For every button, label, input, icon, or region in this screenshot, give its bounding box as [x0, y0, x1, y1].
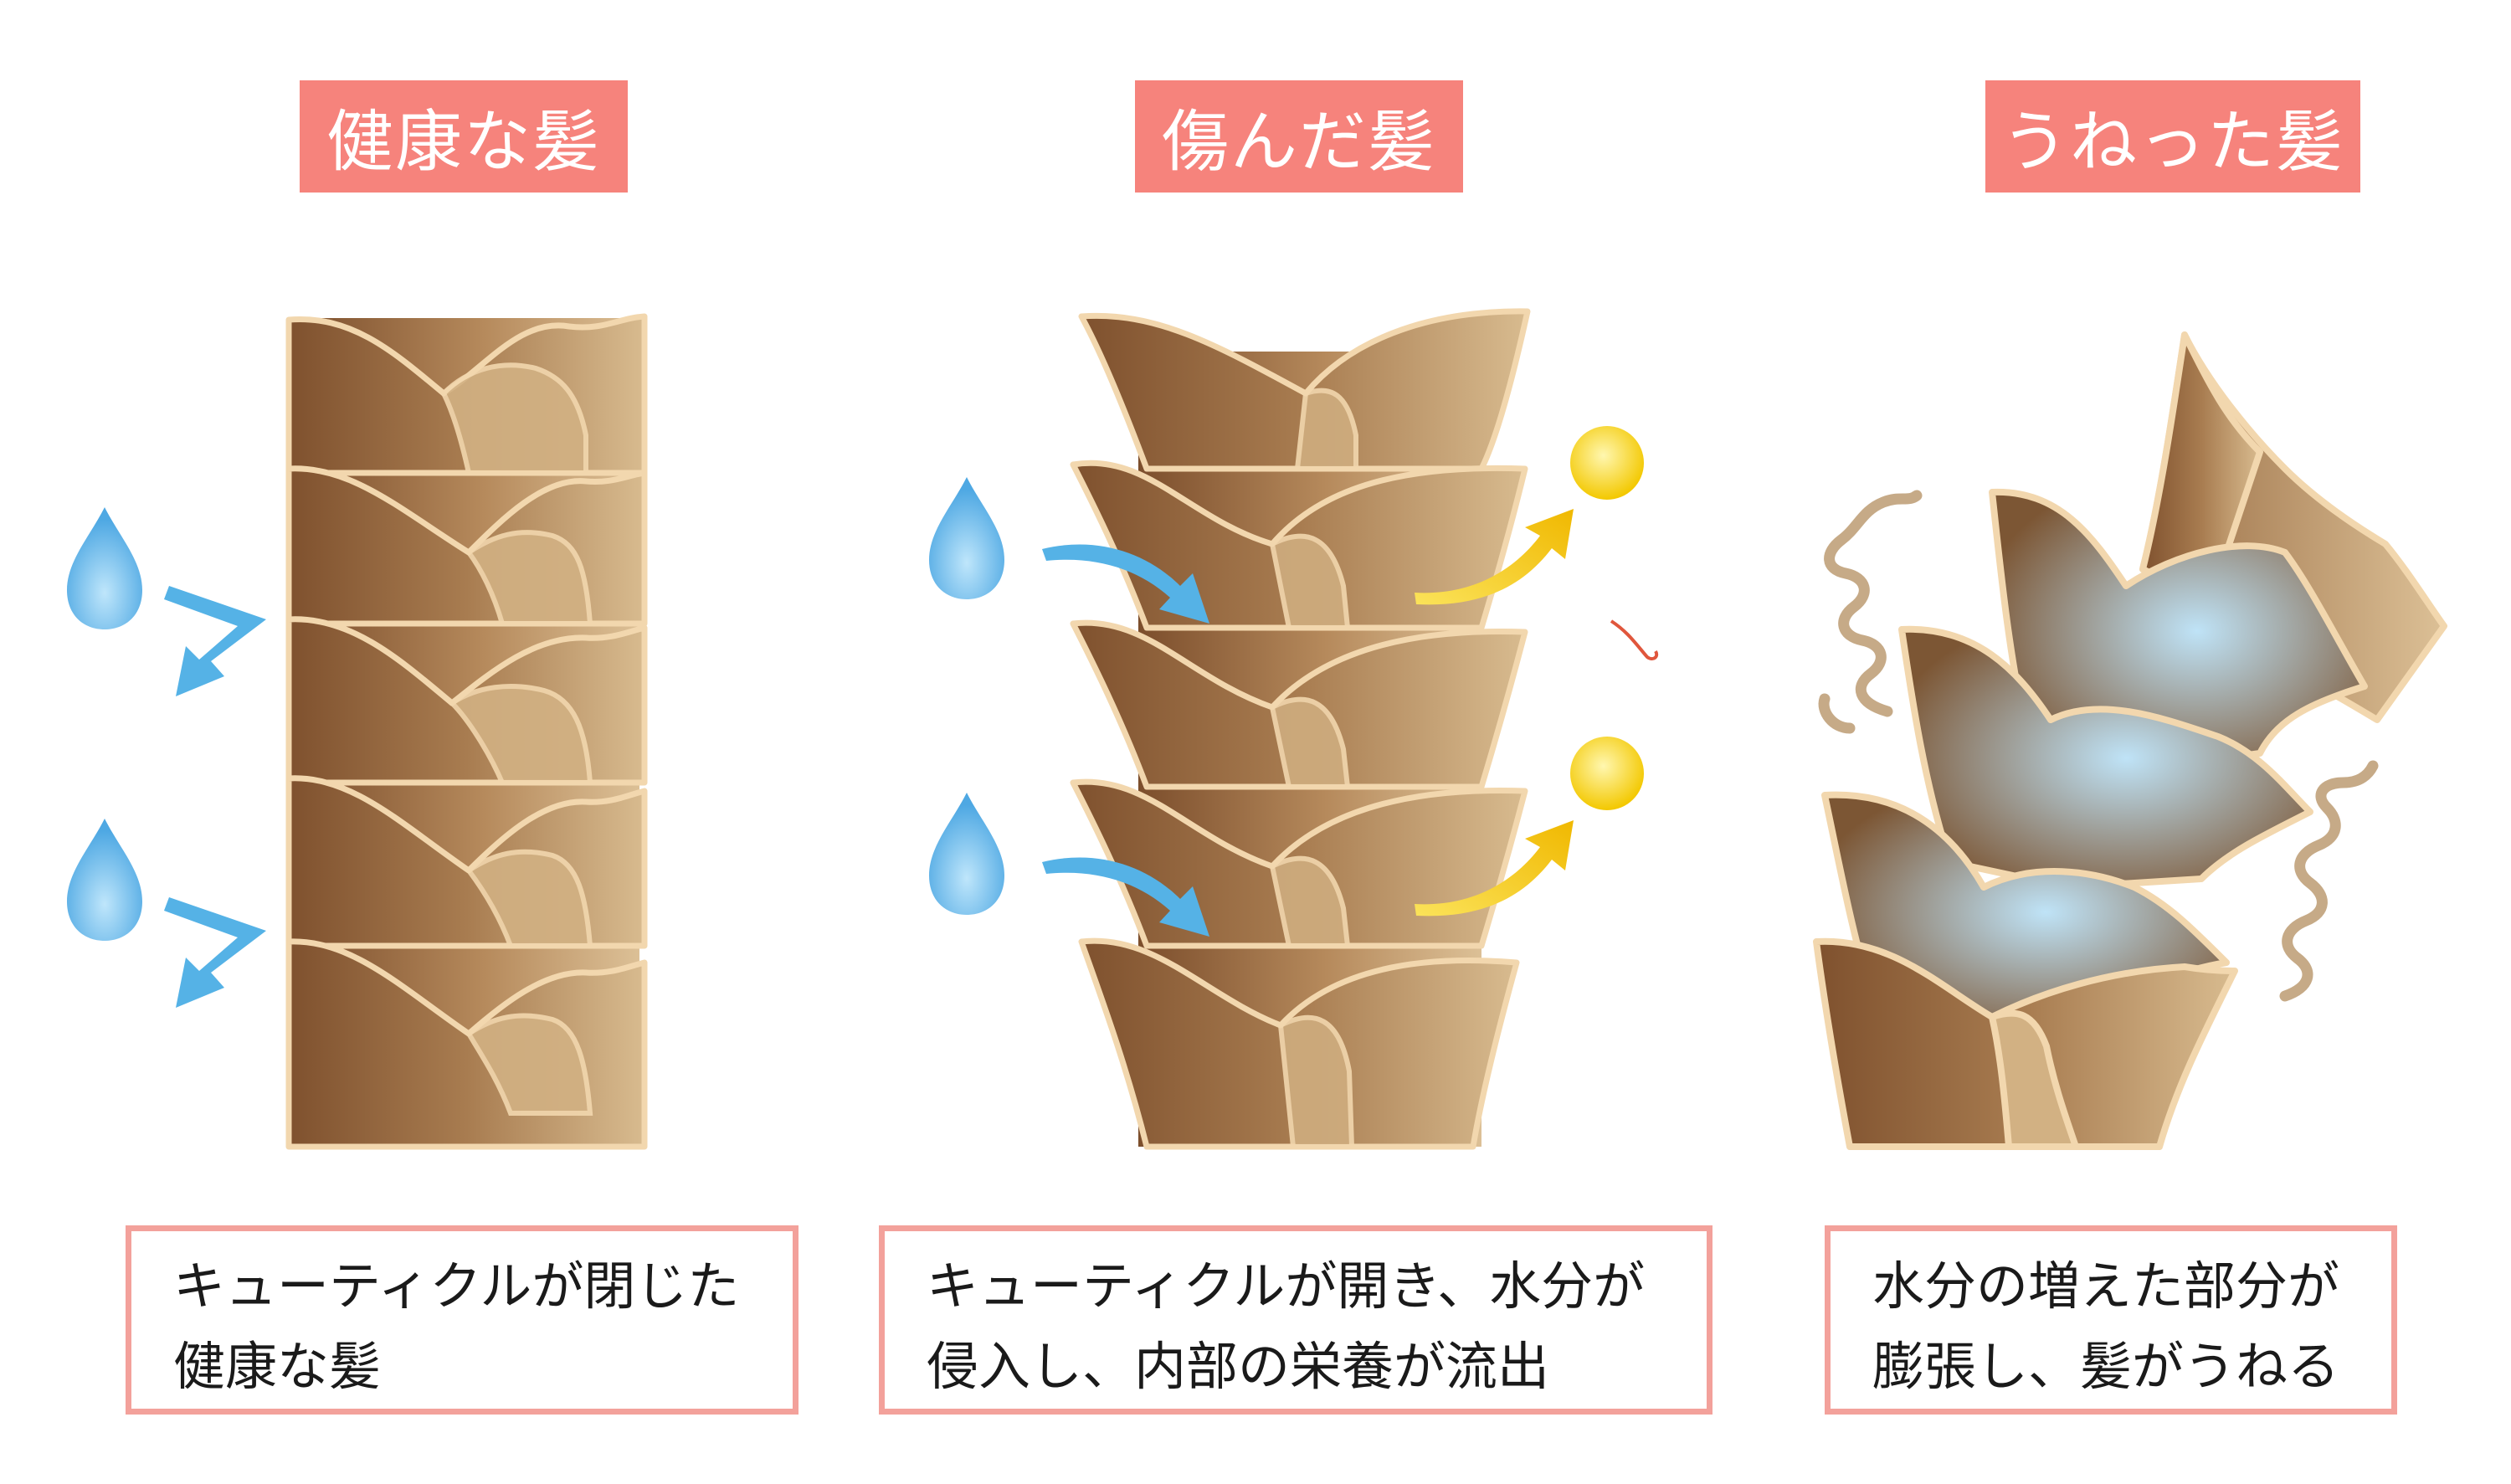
caption-damaged-hair: キューティクルが開き、水分が 侵入し、内部の栄養が流出	[879, 1225, 1713, 1415]
water-drop-icon	[929, 477, 1004, 599]
caption-line: 水分の増えた部分が	[1872, 1246, 2391, 1327]
nutrient-ball-icon	[1570, 737, 1644, 810]
water-drop-icon	[67, 507, 142, 629]
caption-wavy-hair: 水分の増えた部分が 膨張し、髪がうねる	[1825, 1225, 2397, 1415]
water-drop-icon	[929, 793, 1004, 915]
caption-line: キューティクルが閉じた	[173, 1246, 793, 1327]
caption-line: キューティクルが開き、水分が	[927, 1246, 1707, 1327]
caption-line: 侵入し、内部の栄養が流出	[927, 1327, 1707, 1407]
nutrient-ball-icon	[1570, 426, 1644, 500]
caption-line: 健康な髪	[173, 1327, 793, 1407]
healthy-hair-shaft	[289, 316, 644, 1147]
wavy-hair-shaft	[1816, 335, 2444, 1147]
damaged-hair-shaft	[1073, 311, 1528, 1147]
water-drop-icon	[67, 819, 142, 941]
blocked-arrow-icon	[164, 586, 266, 1008]
caption-healthy-hair: キューティクルが閉じた 健康な髪	[126, 1225, 798, 1415]
caption-line: 膨張し、髪がうねる	[1872, 1327, 2391, 1407]
protein-fragment-icon	[1611, 621, 1656, 659]
